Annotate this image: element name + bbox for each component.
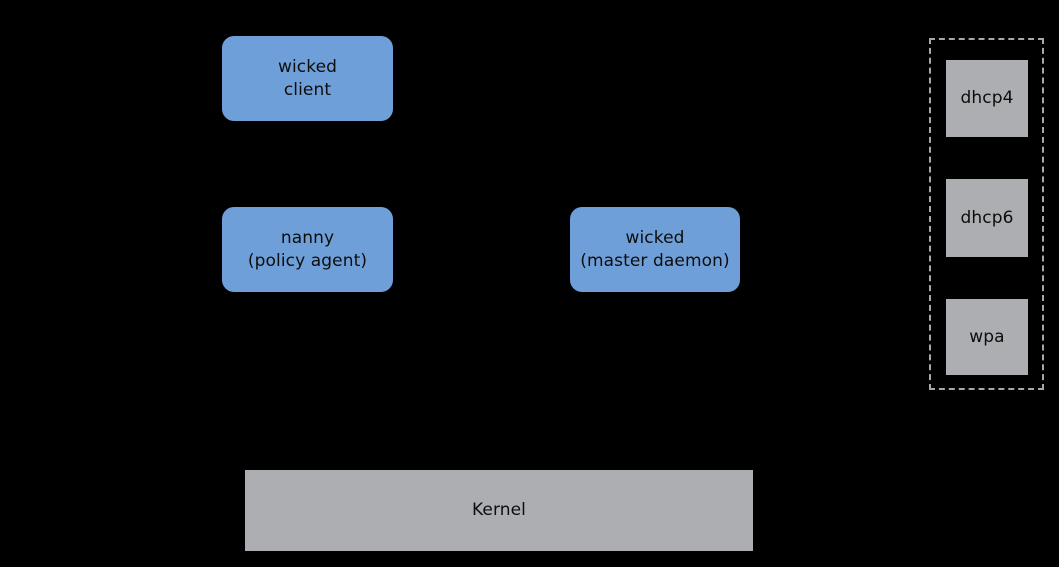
connector-master-to-wpa	[740, 269, 946, 338]
node-dhcp4-label: dhcp4	[960, 88, 1014, 109]
node-dhcp4[interactable]: dhcp4	[946, 60, 1028, 137]
node-wicked-client-label: wicked client	[277, 56, 338, 100]
connector-master-to-dhcp6	[740, 217, 946, 250]
node-wicked-master-daemon-label: wicked (master daemon)	[580, 227, 730, 271]
connector-master-to-dhcp4	[740, 97, 946, 229]
node-kernel-label: Kernel	[471, 500, 526, 521]
node-wpa[interactable]: wpa	[946, 299, 1028, 375]
connector-client-to-master	[393, 77, 656, 207]
node-nanny-label: nanny (policy agent)	[247, 227, 368, 271]
node-dhcp6[interactable]: dhcp6	[946, 179, 1028, 257]
node-kernel[interactable]: Kernel	[245, 470, 753, 551]
node-dhcp6-label: dhcp6	[960, 207, 1014, 228]
node-wicked-client[interactable]: wicked client	[222, 36, 393, 121]
node-nanny[interactable]: nanny (policy agent)	[222, 207, 393, 292]
supplicants-group-box	[929, 38, 1044, 390]
node-wicked-master-daemon[interactable]: wicked (master daemon)	[570, 207, 740, 292]
node-wpa-label: wpa	[969, 326, 1005, 347]
